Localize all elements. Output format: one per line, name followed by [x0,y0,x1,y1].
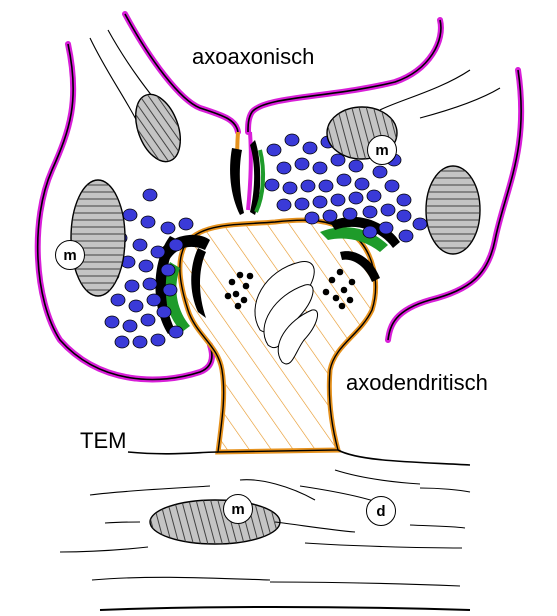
vesicle [161,264,175,276]
vesicle [319,180,333,192]
vesicle [157,306,171,318]
vesicle [267,144,281,156]
vesicle [305,212,319,224]
vesicle [277,199,291,211]
vesicle [133,239,147,251]
mitochondrion-right [426,166,480,254]
vesicle [169,239,183,251]
vesicle [373,166,387,178]
mitochondrion-bottom [150,500,280,544]
vesicle [125,280,139,292]
vesicle [385,180,399,192]
vesicle [349,160,363,172]
vesicle [161,222,175,234]
vesicle [115,336,129,348]
vesicle [381,204,395,216]
vesicle [143,278,157,290]
vesicle [349,192,363,204]
vesicle [413,218,427,230]
vesicle [397,210,411,222]
vesicle [151,246,165,258]
vesicle [179,218,193,230]
vesicle [123,209,137,221]
vesicle [303,142,317,154]
vesicle [129,300,143,312]
vesicle [399,230,413,242]
vesicle [295,198,309,210]
label-tem: TEM [80,430,126,452]
vesicle [265,179,279,191]
vesicle [151,334,165,346]
vesicle [141,216,155,228]
vesicle [285,134,299,146]
vesicle [123,320,137,332]
vesicle [283,182,297,194]
vesicle [363,206,377,218]
vesicle [331,154,345,166]
vesicle [331,194,345,206]
mitochondrion-left [71,180,125,296]
vesicle [343,208,357,220]
vesicle [143,189,157,201]
vesicle [141,314,155,326]
mitochondrion-upper-left [127,88,189,167]
vesicle [397,194,411,206]
vesicle [313,162,327,174]
label-axoaxonic: axoaxonisch [192,46,314,68]
axoaxonic-contact [230,132,263,215]
badge-dendrite: d [366,496,396,526]
vesicle [105,316,119,328]
badge-mito-left: m [55,240,85,270]
vesicle [169,326,183,338]
badge-mito-upper-right: m [367,135,397,165]
vesicle [111,294,125,306]
badge-mito-bottom: m [223,494,253,524]
vesicle [313,196,327,208]
vesicle [367,190,381,202]
vesicle [323,210,337,222]
vesicle [295,158,309,170]
vesicle [337,174,351,186]
vesicle [139,260,153,272]
vesicle [133,336,147,348]
vesicle [355,178,369,190]
vesicle [301,180,315,192]
vesicle [379,222,393,234]
vesicle [277,162,291,174]
label-axodendritic: axodendritisch [346,372,488,394]
vesicle [363,226,377,238]
vesicle [163,284,177,296]
vesicle [147,294,161,306]
